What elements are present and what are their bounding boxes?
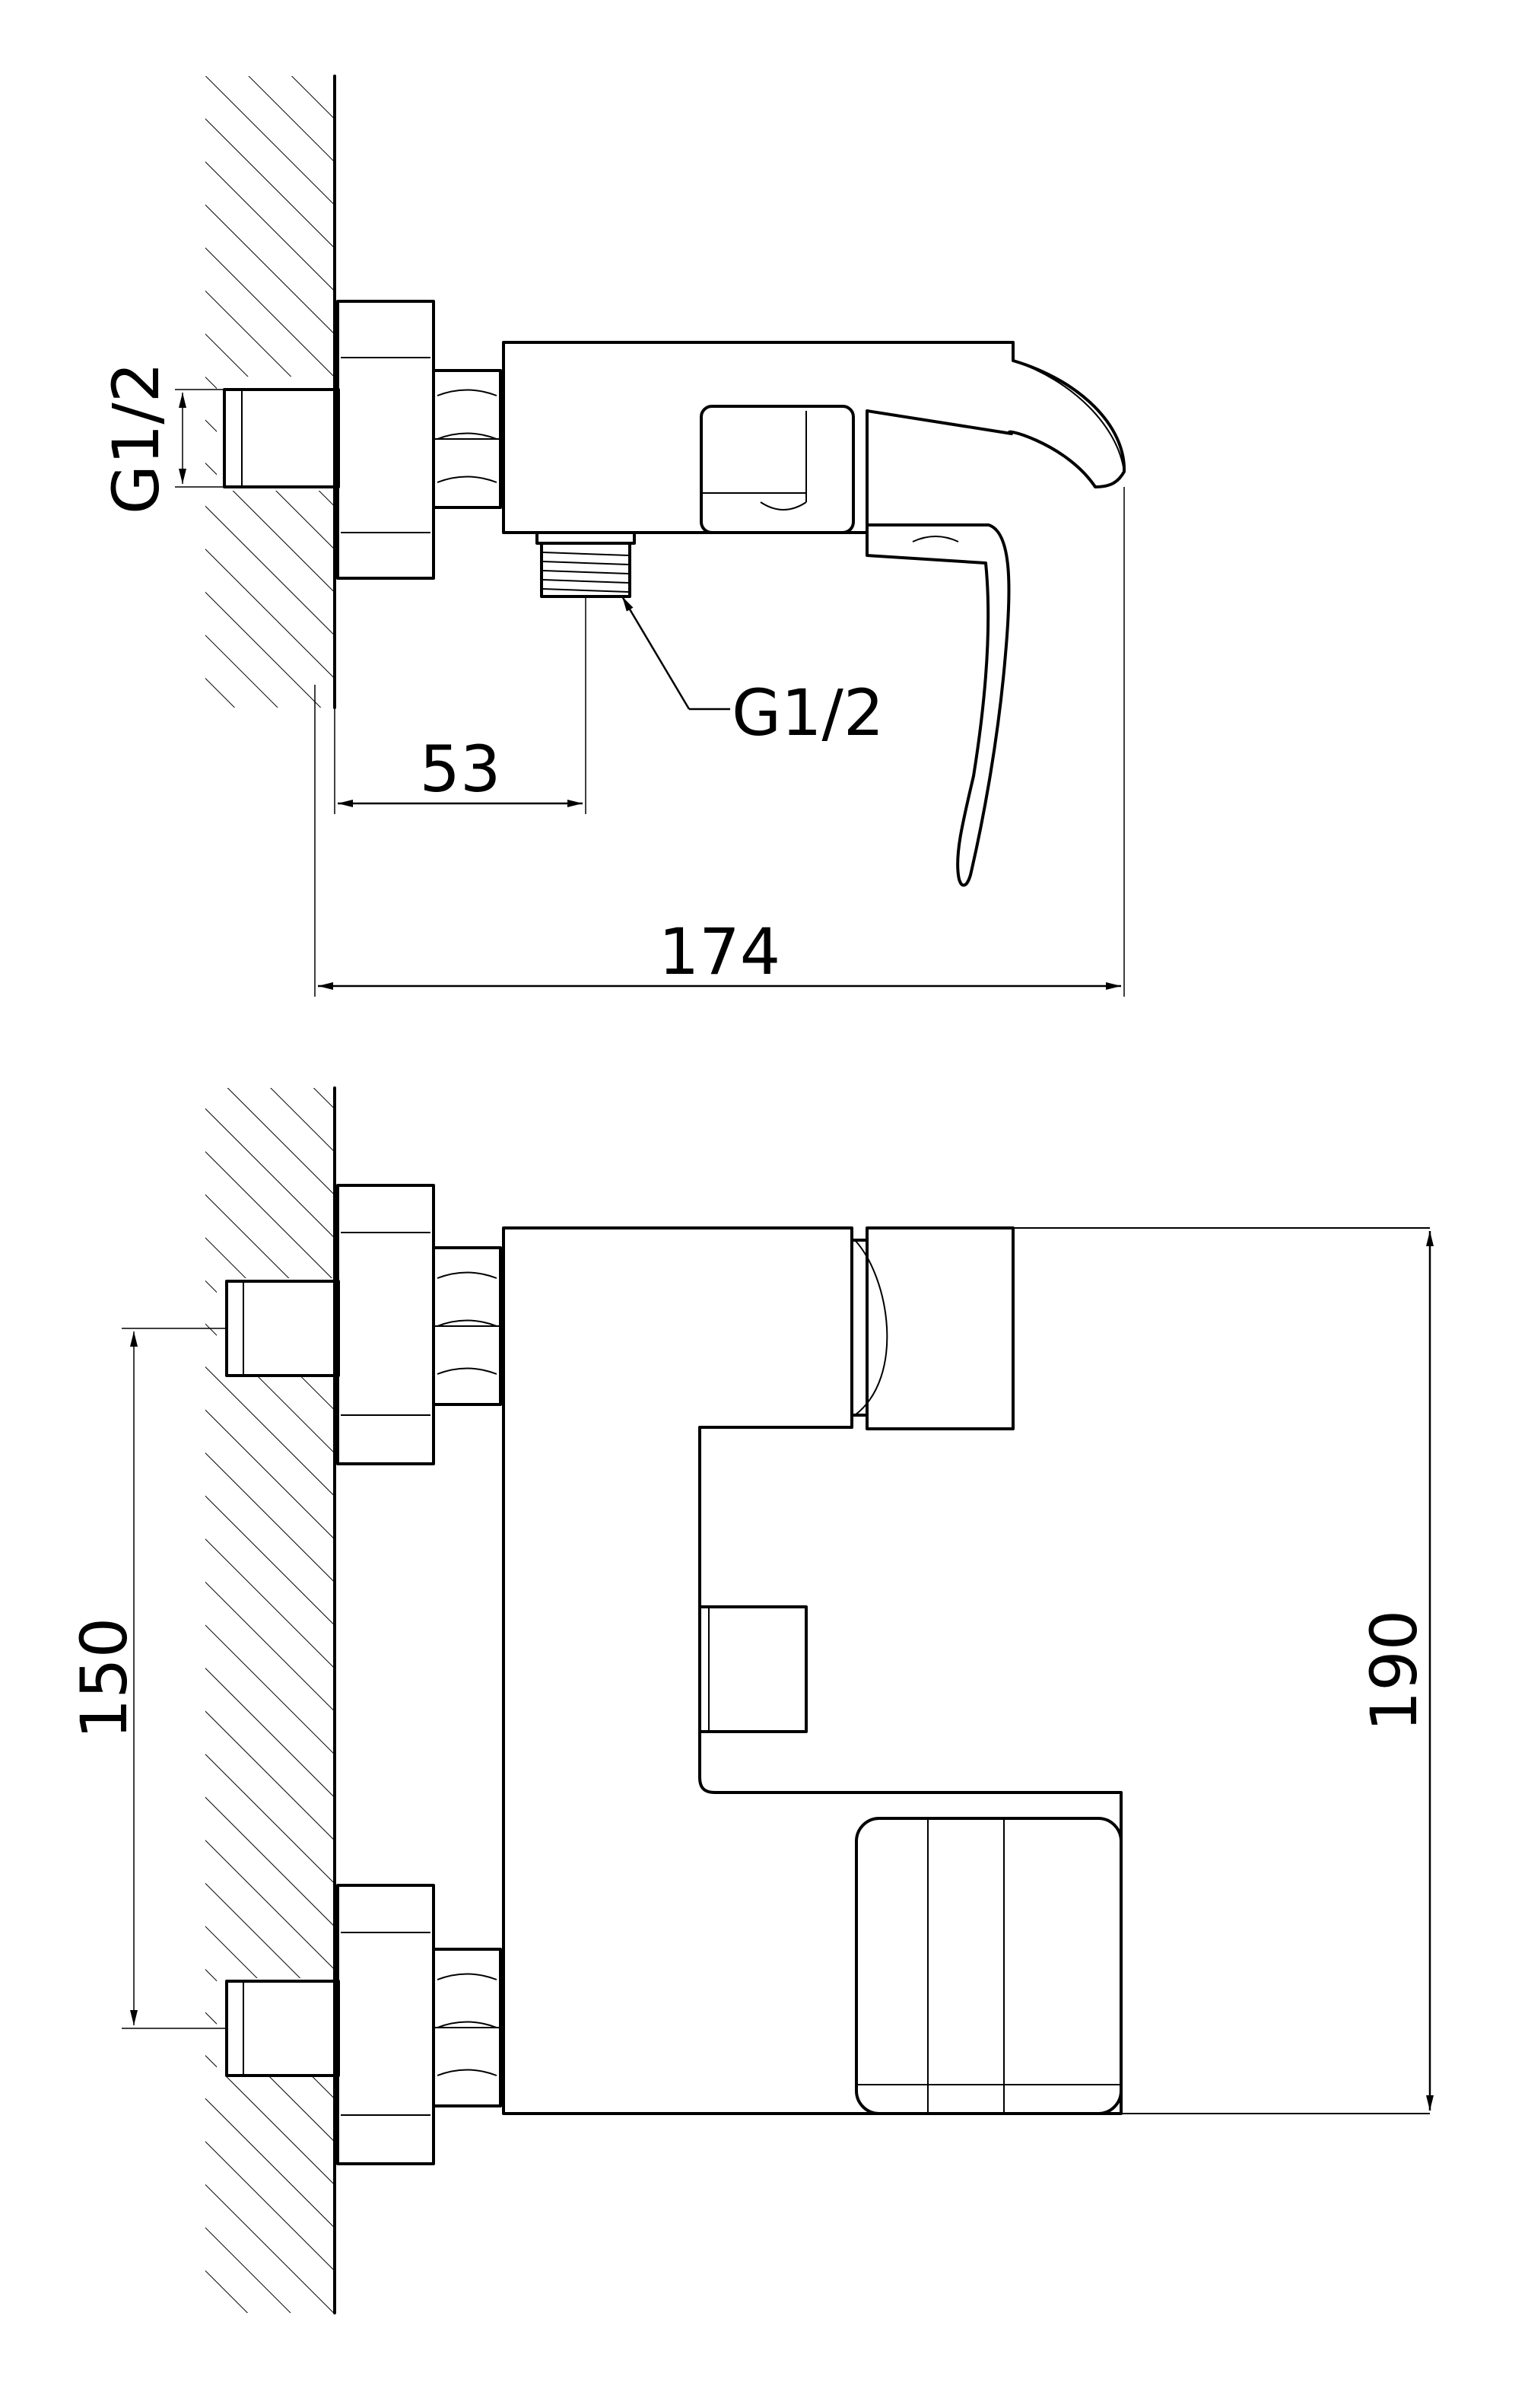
wall-section-front	[205, 1086, 338, 2314]
total-depth-label: 174	[659, 915, 780, 989]
inlet-spacing-label: 150	[67, 1618, 141, 1739]
mixer-body	[502, 341, 1126, 887]
inlet-thread-label: G1/2	[99, 362, 173, 514]
total-depth-dimension: 174	[314, 487, 1125, 997]
upper-inlet-assembly	[225, 1184, 502, 1465]
wall-to-outlet-label: 53	[420, 732, 501, 806]
height-label: 190	[1357, 1610, 1431, 1732]
lower-inlet-assembly	[225, 1884, 502, 2165]
height-dimension: 190	[1357, 1231, 1434, 2111]
outlet-thread	[535, 531, 636, 598]
hex-nut	[432, 369, 502, 509]
mixer-body-front	[502, 1226, 1430, 2115]
inlet-thread-dimension: G1/2	[99, 362, 228, 514]
inlet-spacing-dimension: 150	[67, 1328, 228, 2029]
outlet-thread-callout: G1/2	[621, 596, 884, 750]
top-view: G1/2 G1/2 53 174	[99, 75, 1126, 997]
outlet-thread-label: G1/2	[732, 676, 884, 750]
wall-section-top	[205, 75, 338, 709]
front-view: 150 190	[67, 1086, 1434, 2314]
wall-to-outlet-dimension: 53	[334, 596, 586, 814]
eccentric-flange	[336, 300, 435, 580]
